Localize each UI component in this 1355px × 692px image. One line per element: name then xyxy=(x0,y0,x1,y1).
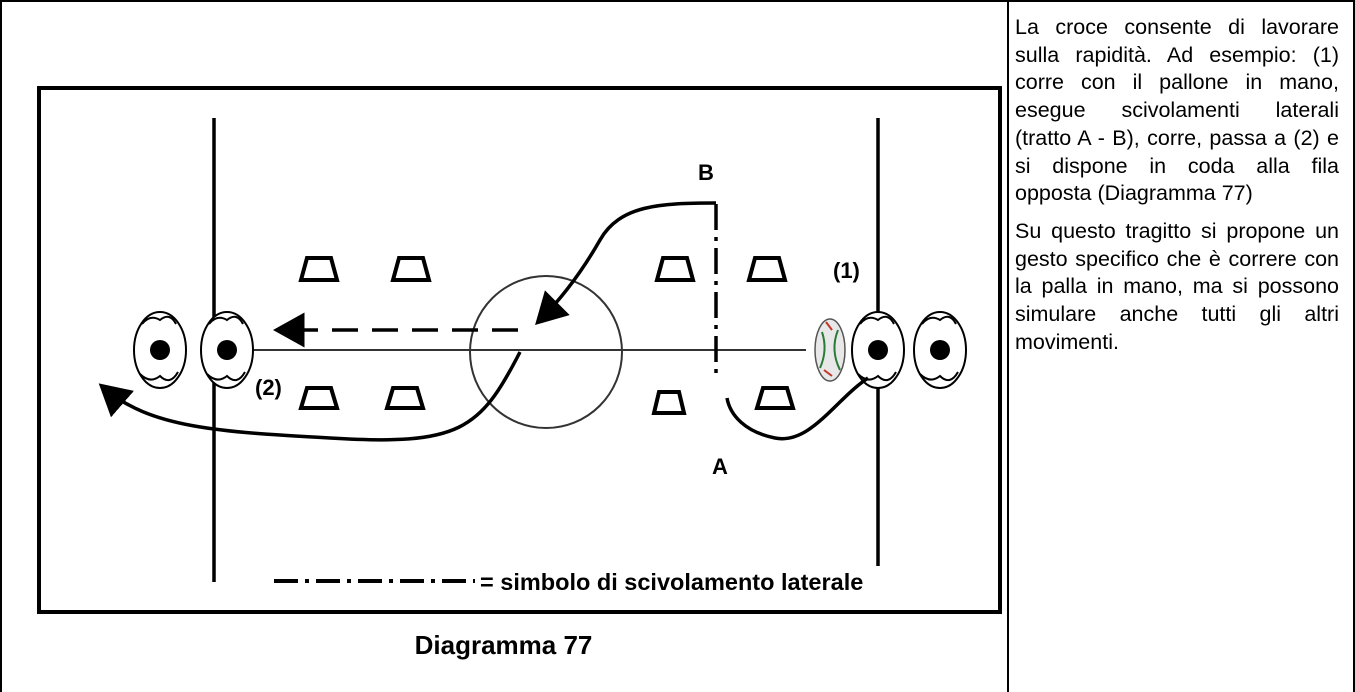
center-circle xyxy=(469,275,623,429)
drill-diagram: B A (1) (2) = simbolo di scivolamento la… xyxy=(37,86,1002,614)
player-icon xyxy=(913,311,967,389)
cone-icon xyxy=(390,256,432,282)
description: La croce consente di lavorare sulla rapi… xyxy=(1015,14,1339,356)
run-path-1-to-a xyxy=(725,376,869,441)
cone-icon xyxy=(298,386,340,410)
legend: = simbolo di scivolamento laterale xyxy=(274,569,863,595)
diagram-caption: Diagramma 77 xyxy=(414,630,593,660)
text-cell xyxy=(1007,0,1355,692)
cone-icon xyxy=(754,386,796,410)
diagram-cell xyxy=(0,0,1007,692)
cone-icon xyxy=(384,386,426,410)
cone-icon xyxy=(298,256,340,282)
legend-text: = simbolo di scivolamento laterale xyxy=(480,569,863,595)
label-b: B xyxy=(698,160,714,185)
player-icon xyxy=(133,311,187,389)
description-paragraph-2: Su questo tragitto si propone un gesto s… xyxy=(1015,218,1339,354)
cone-icon xyxy=(651,390,687,415)
run-path-b-to-center xyxy=(535,201,717,325)
rugby-ball-icon xyxy=(814,318,846,382)
cone-icon xyxy=(746,256,788,282)
label-a: A xyxy=(712,454,728,479)
player-icon xyxy=(851,311,905,389)
description-paragraph-1: La croce consente di lavorare sulla rapi… xyxy=(1015,15,1339,206)
return-run-path xyxy=(98,351,522,442)
label-player-2: (2) xyxy=(255,375,282,400)
cone-icon xyxy=(654,256,696,282)
label-player-1: (1) xyxy=(833,258,860,283)
cones xyxy=(298,256,796,415)
field-border xyxy=(37,86,1002,614)
player-icon xyxy=(200,311,254,389)
